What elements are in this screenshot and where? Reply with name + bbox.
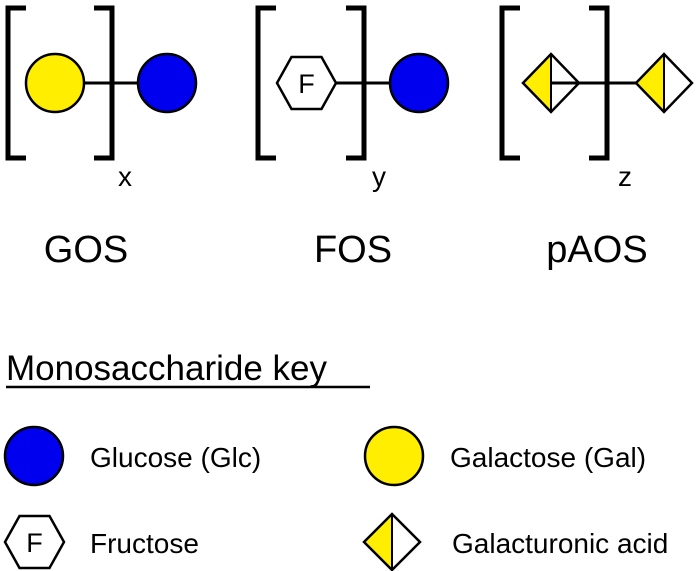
gos-glucose-residue [136,52,198,114]
key-label-galacturonic: Galacturonic acid [452,528,668,559]
fos-glucose-residue [388,52,450,114]
paos-repeat-subscript: z [618,161,632,192]
key-title: Monosaccharide key [6,349,327,388]
key-label-galactose: Galactose (Gal) [450,442,646,473]
paos-label: pAOS [546,229,647,271]
gos-structure: x GOS [5,5,198,271]
gos-left-bracket [5,5,26,161]
glucose-circle-icon [3,425,65,487]
fos-fructose-residue [275,55,338,111]
galactose-circle-icon [363,425,425,487]
fos-repeat-subscript: y [372,161,386,192]
paos-structure: z pAOS [499,5,694,271]
fos-label: FOS [314,229,392,271]
monosaccharide-key: Monosaccharide key Glucose (Glc) Galacto… [3,349,668,571]
fos-left-bracket [255,5,276,161]
key-fructose-glyph: F [26,528,43,558]
fos-structure: F y FOS [255,5,450,271]
paos-galacturonic-residue-left [521,52,581,114]
paos-left-bracket [499,5,520,161]
gos-label: GOS [44,229,128,271]
gos-repeat-subscript: x [118,161,132,192]
paos-galacturonic-residue-right [634,52,694,114]
key-label-fructose: Fructose [90,528,199,559]
gos-galactose-residue [24,52,86,114]
fructose-hexagon-icon [3,514,66,570]
fos-fructose-glyph: F [298,69,315,99]
galacturonic-diamond-icon [362,512,422,571]
key-label-glucose: Glucose (Glc) [90,442,261,473]
